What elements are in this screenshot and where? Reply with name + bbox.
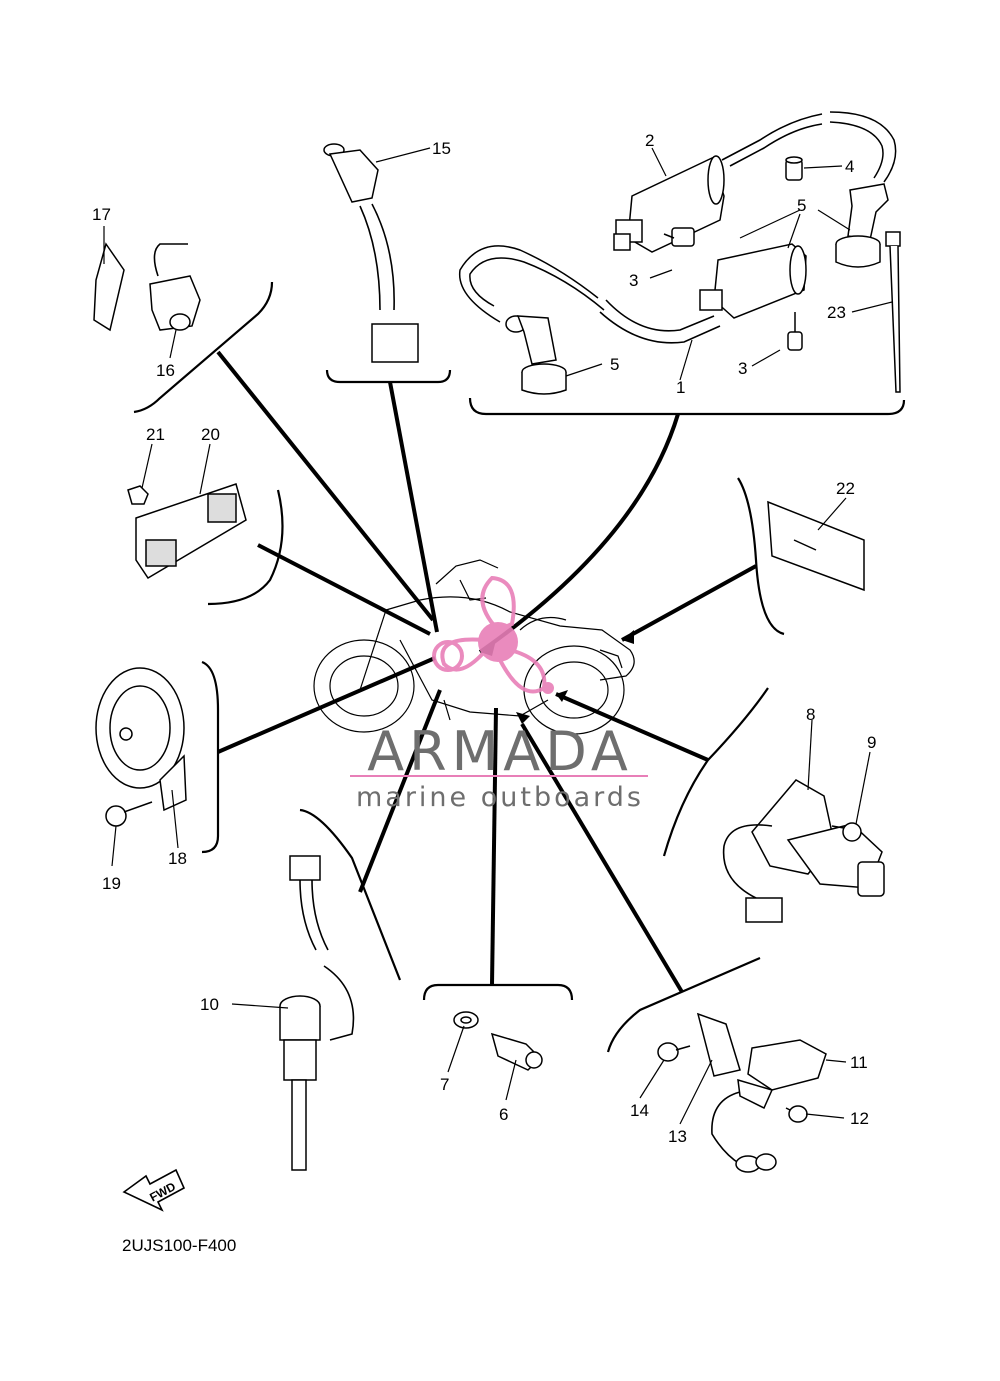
relay[interactable] [149,243,201,331]
washer[interactable] [453,1011,479,1029]
motorcycle-outline [313,559,635,735]
callout-22: 22 [836,479,855,498]
leader-lines [216,350,757,994]
sensor-screw[interactable] [785,1105,808,1123]
callout-6: 6 [499,1105,508,1124]
watermark-logo [432,575,554,694]
callout-3a: 3 [629,271,638,290]
high-tension-lead-left [458,245,605,323]
callout-7: 7 [440,1075,449,1094]
callout-4: 4 [845,157,854,176]
callout-13: 13 [668,1127,687,1146]
horn[interactable] [95,667,187,812]
main-switch[interactable] [722,779,885,923]
callout-numbers: 1 2 3 3 4 5 5 6 7 8 9 10 11 12 13 14 15 … [92,131,876,1146]
coil-bolt-right[interactable] [787,312,803,351]
coil-bolt-left[interactable] [663,227,695,247]
thermo-switch[interactable] [490,1032,543,1071]
callout-20: 20 [201,425,220,444]
callout-8: 8 [806,705,815,724]
watermark-subtitle: marine outboards [356,782,644,813]
neutral-sensor[interactable] [279,855,355,1171]
callout-23: 23 [827,303,846,322]
side-reflector[interactable] [767,500,865,592]
bracket-bolt[interactable] [657,1042,691,1062]
callout-21: 21 [146,425,165,444]
callout-5a: 5 [797,196,806,215]
sensor-unit[interactable] [711,1039,827,1173]
callout-14: 14 [630,1101,649,1120]
bracket-plate[interactable] [696,1012,741,1077]
ignition-coil-upper[interactable] [613,113,823,253]
callout-5b: 5 [610,355,619,374]
spark-plug-cap-left[interactable] [505,315,567,395]
group-brackets [133,281,906,1053]
horn-bolt[interactable] [105,801,153,827]
callout-9: 9 [867,733,876,752]
watermark-title: ARMADA [367,720,633,783]
diagram-code: 2UJS100-F400 [122,1236,237,1255]
spark-plug-cap-right[interactable] [835,183,889,268]
stop-switch[interactable] [323,143,419,363]
callout-3b: 3 [738,359,747,378]
callout-12: 12 [850,1109,869,1128]
callout-15: 15 [432,139,451,158]
callout-19: 19 [102,874,121,893]
reflector-nut[interactable] [127,485,149,505]
rear-reflector[interactable] [135,483,247,580]
callout-16: 16 [156,361,175,380]
forward-arrow-icon: FWD [122,1168,186,1212]
cable-tie[interactable] [885,231,901,393]
ignition-coil-lower[interactable] [599,243,807,344]
relay-bracket[interactable] [93,242,125,332]
main-switch-bolt[interactable] [831,822,862,842]
callout-17: 17 [92,205,111,224]
callout-1: 1 [676,378,685,397]
collar[interactable] [785,156,803,181]
callout-2: 2 [645,131,654,150]
callout-leaders [103,147,893,1125]
callout-18: 18 [168,849,187,868]
callout-11: 11 [850,1053,868,1072]
callout-10: 10 [200,995,219,1014]
high-tension-lead-right [829,111,897,183]
